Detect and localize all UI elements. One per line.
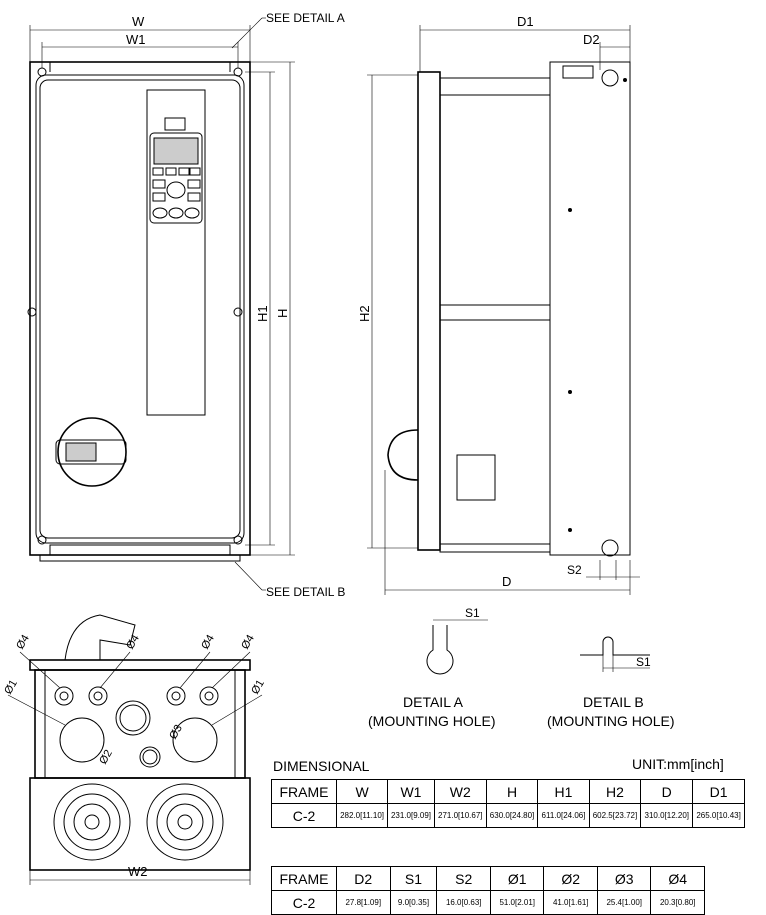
table-row: C-2 27.8[1.09] 9.0[0.35] 16.0[0.63] 51.0… — [271, 890, 705, 915]
header-cell: Ø2 — [543, 866, 598, 891]
detail-b: S1 DETAIL B (MOUNTING HOLE) — [547, 636, 675, 729]
value-cell: 20.3[0.80] — [650, 890, 705, 915]
header-cell: S1 — [389, 866, 438, 891]
header-cell: D1 — [692, 779, 745, 804]
value-cell: 16.0[0.63] — [436, 890, 491, 915]
header-cell: W — [335, 779, 389, 804]
value-cell: 265.0[10.43] — [692, 803, 745, 828]
label-s1-a: S1 — [465, 606, 480, 620]
dimension-table-1: FRAME W W1 W2 H H1 H2 D D1 C-2 282.0[11.… — [271, 779, 745, 828]
label-s1-b: S1 — [636, 655, 651, 669]
front-dimensions: W W1 SEE DETAIL A H1 H SEE DETAIL B — [29, 11, 345, 599]
label-h2: H2 — [357, 305, 372, 322]
header-cell: H1 — [537, 779, 590, 804]
value-cell: 9.0[0.35] — [389, 890, 438, 915]
table-header-row: FRAME D2 S1 S2 Ø1 Ø2 Ø3 Ø4 — [271, 866, 705, 891]
header-cell: H — [485, 779, 539, 804]
value-cell: 630.0[24.80] — [485, 803, 539, 828]
value-cell: 310.0[12.20] — [640, 803, 694, 828]
value-cell: 271.0[10.67] — [433, 803, 487, 828]
front-view — [27, 61, 251, 562]
header-cell: S2 — [436, 866, 491, 891]
header-cell: D — [640, 779, 694, 804]
detail-b-subtitle: (MOUNTING HOLE) — [547, 713, 675, 729]
header-cell: W2 — [433, 779, 487, 804]
detail-a-title: DETAIL A — [403, 694, 464, 710]
header-cell: Ø3 — [596, 866, 652, 891]
label-phi3: Ø3 — [167, 723, 185, 742]
label-h1: H1 — [255, 305, 270, 322]
keypad-panel — [146, 89, 206, 416]
label-phi1-a: Ø1 — [2, 678, 20, 697]
label-w2: W2 — [128, 864, 148, 879]
unit-label: UNIT:mm[inch] — [632, 756, 724, 772]
frame-cell: C-2 — [271, 803, 337, 828]
table-header-row: FRAME W W1 W2 H H1 H2 D D1 — [271, 779, 745, 804]
label-d2: D2 — [583, 32, 600, 47]
side-view — [387, 61, 631, 557]
label-phi1-b: Ø1 — [249, 678, 267, 697]
header-cell: Ø1 — [489, 866, 545, 891]
see-detail-a: SEE DETAIL A — [266, 11, 345, 25]
table-row: C-2 282.0[11.10] 231.0[9.09] 271.0[10.67… — [271, 803, 745, 828]
label-phi2: Ø2 — [97, 748, 115, 767]
header-cell: D2 — [336, 866, 391, 891]
header-cell: FRAME — [271, 866, 337, 891]
value-cell: 51.0[2.01] — [489, 890, 545, 915]
header-cell: FRAME — [271, 779, 337, 804]
dimension-table-2: FRAME D2 S1 S2 Ø1 Ø2 Ø3 Ø4 C-2 27.8[1.09… — [271, 866, 705, 915]
label-d: D — [502, 574, 511, 589]
label-w1: W1 — [126, 32, 146, 47]
value-cell: 231.0[9.09] — [387, 803, 435, 828]
label-w: W — [132, 14, 145, 29]
see-detail-b: SEE DETAIL B — [266, 585, 345, 599]
bottom-view: W2 Ø4 Ø4 Ø4 Ø4 Ø1 Ø1 Ø2 Ø3 — [2, 614, 267, 885]
label-phi4-c: Ø4 — [199, 633, 217, 652]
side-dimensions: D1 D2 H2 D S2 — [357, 14, 640, 595]
label-phi4-b: Ø4 — [124, 633, 142, 652]
value-cell: 41.0[1.61] — [543, 890, 598, 915]
header-cell: H2 — [588, 779, 642, 804]
value-cell: 611.0[24.06] — [537, 803, 590, 828]
value-cell: 25.4[1.00] — [596, 890, 652, 915]
label-d1: D1 — [517, 14, 534, 29]
value-cell: 602.5[23.72] — [588, 803, 642, 828]
frame-cell: C-2 — [271, 890, 337, 915]
header-cell: Ø4 — [650, 866, 705, 891]
header-cell: W1 — [387, 779, 435, 804]
detail-b-title: DETAIL B — [583, 694, 644, 710]
value-cell: 282.0[11.10] — [335, 803, 389, 828]
value-cell: 27.8[1.09] — [336, 890, 391, 915]
label-h: H — [275, 309, 290, 318]
label-phi4-a: Ø4 — [14, 633, 32, 652]
detail-a-subtitle: (MOUNTING HOLE) — [368, 713, 496, 729]
label-phi4-d: Ø4 — [239, 633, 257, 652]
label-s2: S2 — [567, 563, 582, 577]
detail-a: S1 DETAIL A (MOUNTING HOLE) — [368, 606, 496, 729]
table-title: DIMENSIONAL — [273, 758, 370, 774]
